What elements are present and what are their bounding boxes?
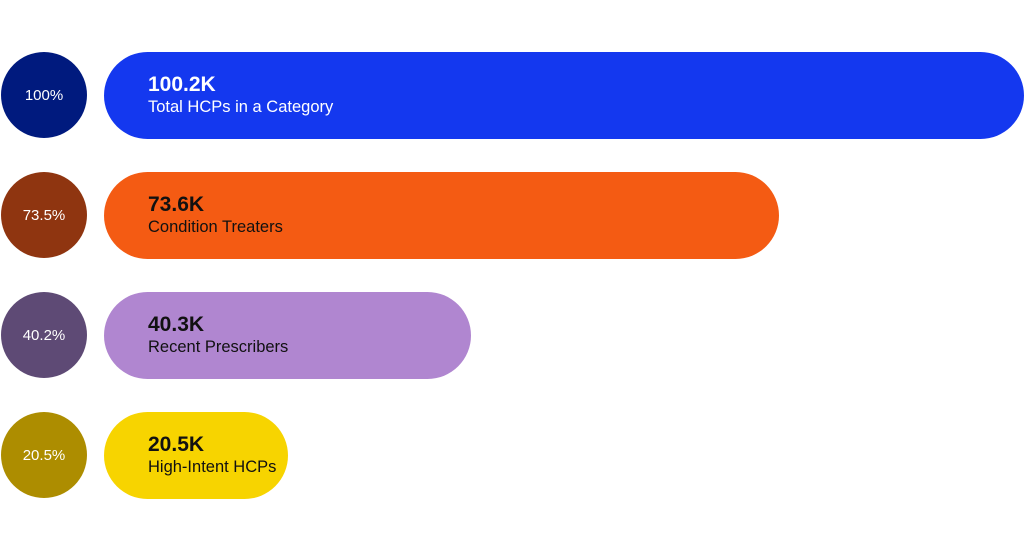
bar-value-label: 40.3K — [148, 313, 205, 336]
funnel-row: 100% 100.2K Total HCPs in a Category — [0, 52, 1024, 140]
bar-value-label: 73.6K — [148, 193, 205, 216]
percent-badge: 73.5% — [1, 172, 87, 258]
bar-category-label: Condition Treaters — [148, 218, 283, 236]
bar-category-label: Total HCPs in a Category — [148, 98, 334, 116]
funnel-bar: 100.2K Total HCPs in a Category — [104, 52, 1024, 139]
bar-category-label: Recent Prescribers — [148, 338, 289, 356]
funnel-bar: 20.5K High-Intent HCPs — [104, 412, 288, 499]
percent-badge: 100% — [1, 52, 87, 138]
funnel-row: 20.5% 20.5K High-Intent HCPs — [0, 412, 1024, 500]
funnel-bar: 40.3K Recent Prescribers — [104, 292, 471, 379]
percent-badge: 40.2% — [1, 292, 87, 378]
percent-badge: 20.5% — [1, 412, 87, 498]
funnel-bar: 73.6K Condition Treaters — [104, 172, 779, 259]
bar-value-label: 100.2K — [148, 73, 216, 96]
funnel-row: 73.5% 73.6K Condition Treaters — [0, 172, 1024, 260]
funnel-row: 40.2% 40.3K Recent Prescribers — [0, 292, 1024, 380]
bar-value-label: 20.5K — [148, 433, 205, 456]
bar-category-label: High-Intent HCPs — [148, 458, 277, 476]
